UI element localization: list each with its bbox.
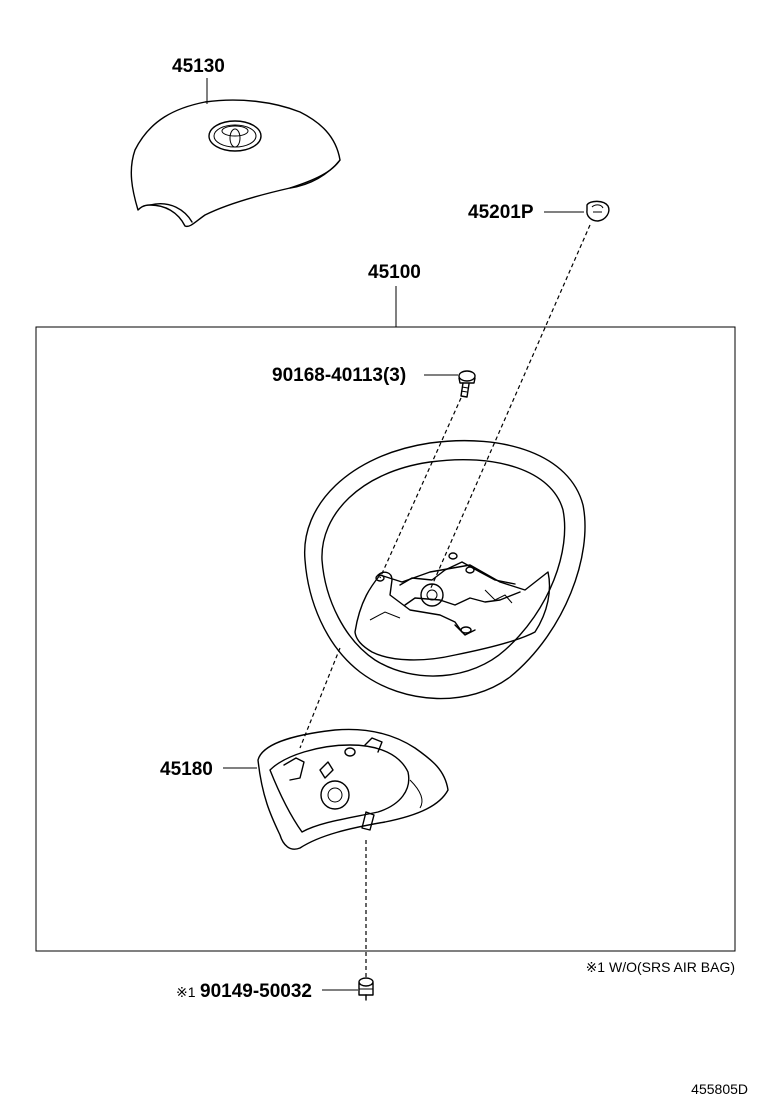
toyota-emblem-icon (208, 120, 262, 152)
label-45130[interactable]: 45130 (172, 56, 225, 77)
dashed-line-screw (379, 397, 462, 579)
dashed-line-clip (429, 224, 591, 591)
label-45201P[interactable]: 45201P (468, 202, 534, 223)
steering-wheel[interactable] (304, 439, 586, 700)
label-45100[interactable]: 45100 (368, 262, 421, 283)
assembly-frame (35, 326, 736, 952)
screw-90168-40113[interactable] (458, 370, 476, 398)
horn-pad-45130[interactable] (130, 99, 341, 228)
dashed-line-cover (299, 647, 341, 749)
label-90168-40113[interactable]: 90168-40113(3) (272, 365, 406, 386)
lower-cover-45180[interactable] (257, 728, 449, 850)
clip-45201P[interactable] (586, 200, 610, 222)
screw-90149-50032[interactable] (358, 977, 374, 1001)
label-90149-50032[interactable]: 90149-50032 (200, 981, 312, 1002)
mark-90149-50032: ※1 (176, 984, 196, 1000)
note-text: ※1 W/O(SRS AIR BAG) (586, 959, 735, 975)
diagram-id: 455805D (691, 1081, 748, 1097)
label-45180[interactable]: 45180 (160, 759, 213, 780)
